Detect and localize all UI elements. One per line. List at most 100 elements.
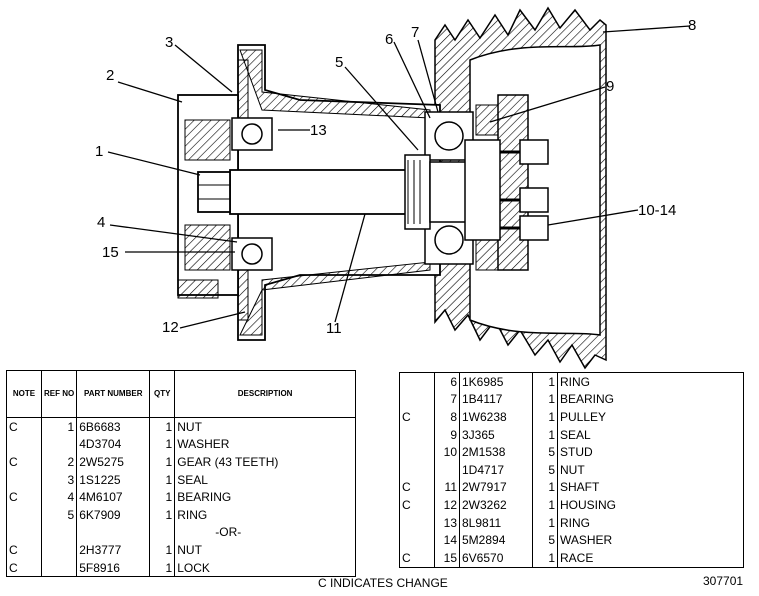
- description-cell: -OR-: [215, 525, 242, 540]
- ref-cell: [41, 541, 78, 559]
- ref-cell: 8: [434, 408, 460, 426]
- description-cell: LOCK: [177, 560, 210, 575]
- leader-lines: [107, 25, 691, 329]
- part-number-cell: 1W6238: [459, 408, 533, 426]
- callout-11: 11: [326, 320, 342, 337]
- callout-6: 6: [385, 31, 393, 48]
- note-cell: C: [399, 408, 435, 426]
- qty-cell: 5: [532, 443, 558, 461]
- part-number-cell: 1K6985: [459, 372, 533, 391]
- qty-cell: 1: [149, 453, 176, 471]
- ref-cell: 2: [41, 453, 78, 471]
- part-number-cell: 2M1538: [459, 443, 533, 461]
- qty-cell: 1: [532, 390, 558, 409]
- description-cell: WASHER: [560, 533, 613, 548]
- part-number-cell: 2W7917: [459, 478, 533, 497]
- callout-9: 9: [606, 78, 614, 95]
- qty-cell: 5: [532, 460, 558, 479]
- part-number-cell: 5F8916: [76, 558, 151, 577]
- qty-cell: 1: [532, 513, 558, 532]
- callout-2: 2: [106, 67, 114, 84]
- ref-cell: 15: [434, 548, 460, 568]
- description-cell: SHAFT: [560, 480, 600, 495]
- part-number-cell: 5M2894: [459, 531, 533, 549]
- ref-cell: 3: [41, 470, 78, 489]
- ref-cell: 10: [434, 443, 460, 461]
- drawing-id: 307701: [703, 574, 744, 588]
- header-note: NOTE: [6, 370, 42, 418]
- note-cell: [6, 505, 42, 524]
- qty-cell: 1: [149, 470, 176, 489]
- description-cell: RING: [177, 507, 208, 522]
- part-number-cell: 2W5275: [76, 453, 151, 471]
- callout-1: 1: [95, 143, 103, 160]
- ref-cell: 7: [434, 390, 460, 409]
- note-cell: [399, 390, 435, 409]
- header-ref-no: REF NO: [41, 370, 78, 418]
- description-cell: PULLEY: [560, 409, 607, 424]
- description-cell: BEARING: [177, 490, 232, 505]
- note-cell: [6, 470, 42, 489]
- part-number-cell: 4D3704: [76, 435, 151, 454]
- qty-cell: 1: [532, 425, 558, 444]
- bearings: [231, 104, 499, 271]
- pulley-assembly-drawing: 1 2 3 4 5 6 7 8 9 10-14 11 12 13 15: [95, 6, 696, 370]
- qty-cell: 1: [149, 541, 176, 559]
- note-cell: C: [6, 541, 42, 559]
- header-description: DESCRIPTION: [174, 370, 356, 418]
- part-number-cell: 8L9811: [459, 513, 533, 532]
- part-number-cell: 4M6107: [76, 488, 151, 506]
- note-cell: [6, 523, 42, 542]
- description-cell: NUT: [560, 462, 585, 477]
- callout-15: 15: [102, 244, 119, 261]
- ref-cell: 12: [434, 496, 460, 514]
- part-number-cell: 6V6570: [459, 548, 533, 568]
- qty-cell: 5: [532, 531, 558, 549]
- ref-cell: [41, 558, 78, 577]
- note-cell: C: [6, 558, 42, 577]
- ref-cell: [434, 460, 460, 479]
- ref-cell: 1: [41, 417, 78, 436]
- part-number-cell: 2W3262: [459, 496, 533, 514]
- callout-5: 5: [335, 54, 343, 71]
- ref-cell: 4: [41, 488, 78, 506]
- qty-cell: 1: [532, 408, 558, 426]
- ref-cell: 11: [434, 478, 460, 497]
- part-number-cell: [76, 523, 151, 542]
- nut-and-studs: [197, 139, 549, 241]
- note-cell: [399, 513, 435, 532]
- ref-cell: 6: [434, 372, 460, 391]
- description-cell: RING: [560, 374, 590, 389]
- description-cell: BEARING: [560, 392, 615, 407]
- part-number-cell: 6B6683: [76, 417, 151, 436]
- note-cell: C: [6, 417, 42, 436]
- qty-cell: 1: [532, 478, 558, 497]
- note-cell: [399, 372, 435, 391]
- note-cell: C: [399, 496, 435, 514]
- shaft: [229, 139, 501, 241]
- qty-cell: 1: [149, 558, 176, 577]
- parts-table-left: NOTE REF NO PART NUMBER QTY DESCRIPTION …: [6, 370, 356, 578]
- qty-cell: 1: [149, 435, 176, 454]
- description-cell: GEAR (43 TEETH): [177, 454, 279, 469]
- note-cell: C: [399, 478, 435, 497]
- description-cell: NUT: [177, 419, 202, 434]
- part-number-cell: 1S1225: [76, 470, 151, 489]
- table-row: -OR-: [6, 523, 356, 542]
- qty-cell: 1: [532, 372, 558, 391]
- part-number-cell: 1D4717: [459, 460, 533, 479]
- qty-cell: 1: [149, 488, 176, 506]
- description-cell: HOUSING: [560, 497, 617, 512]
